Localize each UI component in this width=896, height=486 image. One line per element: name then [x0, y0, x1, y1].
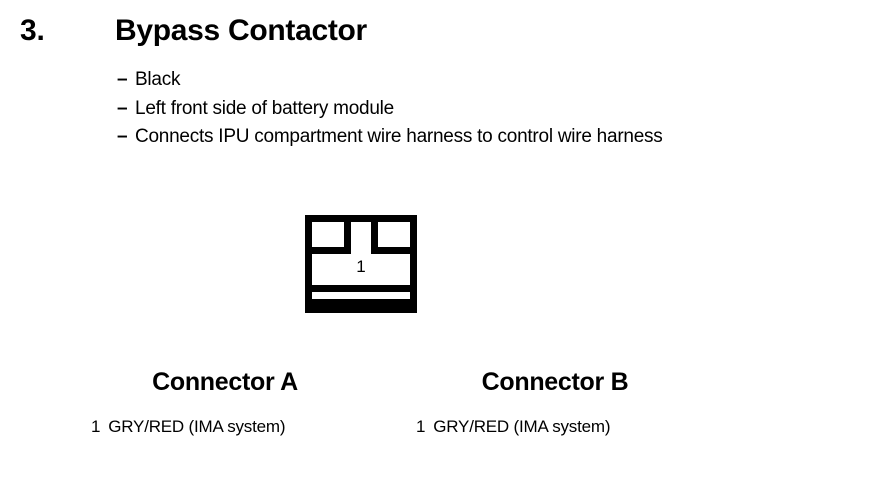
bullet-list: – Black – Left front side of battery mod… [117, 70, 663, 147]
pin-number: 1 [91, 417, 101, 436]
pin-number: 1 [416, 417, 426, 436]
pin-description: GRY/RED (IMA system) [108, 417, 286, 436]
table-row: 1 GRY/RED (IMA system) [60, 417, 390, 437]
connector-pin-number-label: 1 [356, 257, 366, 276]
list-item: – Black [117, 70, 663, 90]
dash-bullet-icon: – [117, 126, 128, 147]
page-title: 3. Bypass Contactor [20, 16, 367, 46]
connector-band-upper [312, 285, 410, 292]
heading-title: Bypass Contactor [115, 14, 367, 47]
heading-number: 3. [20, 14, 45, 47]
connector-band-lower [312, 299, 410, 306]
list-item-label: Connects IPU compartment wire harness to… [135, 126, 663, 147]
connector-b-title: Connector B [481, 368, 629, 396]
list-item-label: Left front side of battery module [135, 97, 394, 119]
list-item: – Left front side of battery module [117, 97, 663, 119]
connector-b-pin-list: 1 GRY/RED (IMA system) [390, 417, 720, 437]
connector-diagram: 1 [305, 215, 417, 313]
connector-b-column: Connector B 1 GRY/RED (IMA system) [390, 368, 720, 437]
connector-cavity-right [371, 222, 410, 254]
dash-bullet-icon: – [117, 69, 128, 90]
connector-a-title: Connector A [152, 368, 298, 396]
table-row: 1 GRY/RED (IMA system) [390, 417, 720, 437]
connector-a-column: Connector A 1 GRY/RED (IMA system) [60, 368, 390, 437]
pin-description: GRY/RED (IMA system) [433, 417, 611, 436]
list-item-label: Black [135, 69, 181, 90]
connector-a-pin-list: 1 GRY/RED (IMA system) [60, 417, 390, 437]
connector-center-channel [351, 222, 371, 254]
connector-cavity-left [312, 222, 351, 254]
dash-bullet-icon: – [117, 97, 128, 119]
list-item: – Connects IPU compartment wire harness … [117, 127, 663, 147]
